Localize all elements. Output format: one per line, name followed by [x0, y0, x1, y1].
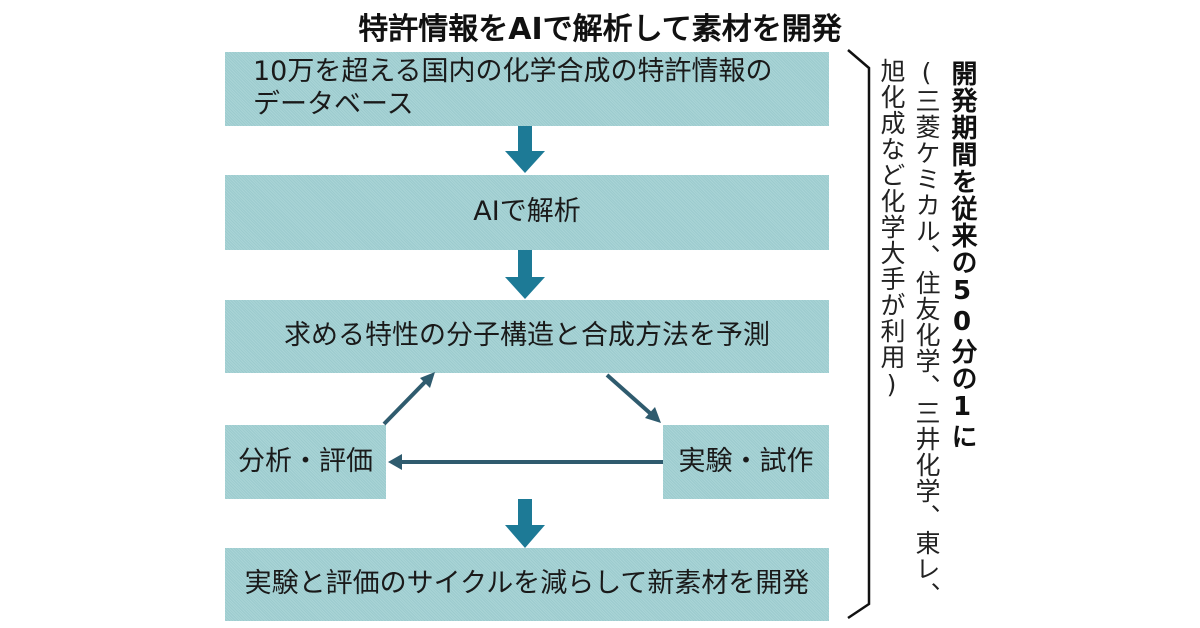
box-analysis-evaluation: 分析・評価: [225, 425, 386, 499]
box-experiment-prototype-text: 実験・試作: [678, 445, 814, 477]
cycle-arrow-down-right-icon: [605, 373, 661, 423]
box-analysis-evaluation-text: 分析・評価: [238, 445, 373, 477]
box-develop-material: 実験と評価のサイクルを減らして新素材を開発: [225, 548, 829, 621]
box-predict-structure-text: 求める特性の分子構造と合成方法を予測: [284, 320, 770, 352]
box-ai-analysis-text: AIで解析: [473, 196, 581, 228]
side-note-line-1: (三菱ケミカル、住友化学、三井化学、東レ、: [912, 58, 941, 608]
down-arrow-icon-3: [505, 499, 545, 548]
cycle-arrow-up-right-icon: [382, 372, 435, 426]
down-arrow-icon-1: [505, 126, 545, 173]
down-arrow-icon-2: [505, 250, 545, 299]
diagram-title: 特許情報をAIで解析して素材を開発: [358, 12, 842, 47]
database-line-1: 10万を超える国内の化学合成の特許情報の: [253, 56, 773, 88]
box-predict-structure: 求める特性の分子構造と合成方法を予測: [225, 300, 829, 373]
side-note-line-2: 旭化成など化学大手が利用): [877, 58, 906, 400]
cycle-arrow-left-icon: [388, 454, 663, 470]
box-patent-database: 10万を超える国内の化学合成の特許情報の データベース: [225, 52, 829, 126]
box-experiment-prototype: 実験・試作: [663, 425, 829, 499]
box-develop-material-text: 実験と評価のサイクルを減らして新素材を開発: [244, 568, 810, 600]
database-line-2: データベース: [253, 89, 414, 120]
right-bracket: [847, 49, 871, 620]
box-ai-analysis: AIで解析: [225, 175, 829, 250]
side-headline: 開発期間を従来の50分の1に: [947, 60, 977, 450]
box-patent-database-text: 10万を超える国内の化学合成の特許情報の データベース: [253, 56, 773, 122]
